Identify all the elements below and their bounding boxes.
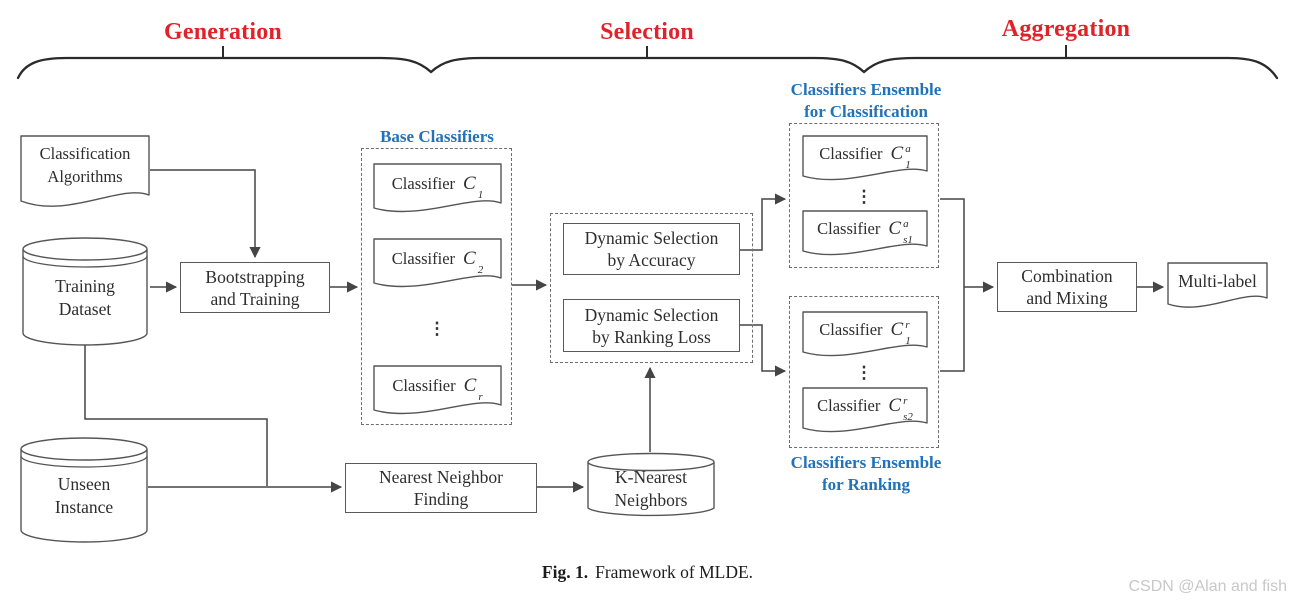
- multi-label-node: Multi-label: [1167, 262, 1268, 312]
- training-dataset-node: Training Dataset: [22, 237, 148, 346]
- k-nearest-neighbors-label: K-Nearest Neighbors: [614, 467, 688, 510]
- phase-brace: [16, 56, 1279, 80]
- ensemble-classification-ellipsis: ⋮: [855, 187, 873, 206]
- watermark-text: CSDN @Alan and fish: [1128, 578, 1287, 595]
- cylinder-top: [20, 437, 148, 461]
- cylinder-body: [587, 462, 715, 517]
- document-shape: [1167, 262, 1268, 308]
- dynamic-selection-accuracy-box: Dynamic Selection by Accuracy: [563, 223, 740, 275]
- training-dataset-label: Training Dataset: [55, 276, 115, 319]
- dynamic-selection-ranking-box: Dynamic Selection by Ranking Loss: [563, 299, 740, 352]
- document-shape: [802, 387, 928, 433]
- ensemble-ranking-ellipsis: ⋮: [855, 363, 873, 382]
- combination-mixing-box: Combination and Mixing: [997, 262, 1137, 312]
- classification-algorithms-label: Classification Algorithms: [39, 144, 131, 186]
- k-nearest-neighbors-node: K-Nearest Neighbors: [587, 452, 715, 517]
- phase-label-aggregation: Aggregation: [1001, 16, 1131, 42]
- figure-caption: Fig. 1. Framework of MLDE.: [0, 562, 1295, 583]
- arrow-accuracy-to-ensclass: [740, 193, 787, 251]
- document-shape: [802, 135, 928, 181]
- ensemble-ranking-title: Classifiers Ensemble for Ranking: [790, 453, 942, 494]
- document-shape: [20, 135, 150, 207]
- cylinder-body: [20, 449, 148, 543]
- cylinder-top: [587, 452, 715, 472]
- phase-label-selection: Selection: [600, 19, 694, 45]
- cylinder-top: [22, 237, 148, 261]
- base-classifiers-ellipsis: ⋮: [428, 319, 446, 338]
- base-classifiers-group: [361, 148, 512, 425]
- cylinder-second-rim: [20, 455, 148, 468]
- dynamic-selection-group: [550, 213, 753, 363]
- document-shape: [373, 238, 502, 288]
- base-classifiers-title: Base Classifiers: [380, 127, 494, 146]
- document-shape: [802, 311, 928, 357]
- nearest-neighbor-finding-box: Nearest Neighbor Finding: [345, 463, 537, 513]
- unseen-instance-label: Unseen Instance: [54, 474, 114, 517]
- document-shape: [802, 210, 928, 256]
- cylinder-body: [22, 249, 148, 346]
- document-shape: [373, 163, 502, 213]
- phase-label-generation: Generation: [164, 19, 282, 45]
- ensemble-classification-title: Classifiers Ensemble for Classification: [790, 80, 942, 121]
- unseen-instance-node: Unseen Instance: [20, 437, 148, 543]
- line-training-to-unseen-path: [84, 345, 268, 486]
- document-shape: [373, 365, 502, 415]
- cylinder-second-rim: [22, 255, 148, 268]
- line-ensrank-to-join: [940, 287, 965, 372]
- classification-algorithms-node: Classification Algorithms: [20, 135, 150, 217]
- arrow-rankingloss-to-ensrank: [740, 324, 787, 377]
- bootstrapping-training-box: Bootstrapping and Training: [180, 262, 330, 313]
- ensemble-ranking-group: [789, 296, 939, 448]
- figure-caption-text: Framework of MLDE.: [595, 562, 754, 582]
- ensemble-classification-group: [789, 123, 939, 268]
- multi-label-label: Multi-label: [1178, 270, 1257, 291]
- line-ensclass-to-join: [940, 198, 965, 287]
- arrow-algorithms-to-bootstrapping: [150, 169, 261, 259]
- figure-caption-number: Fig. 1.: [541, 562, 589, 582]
